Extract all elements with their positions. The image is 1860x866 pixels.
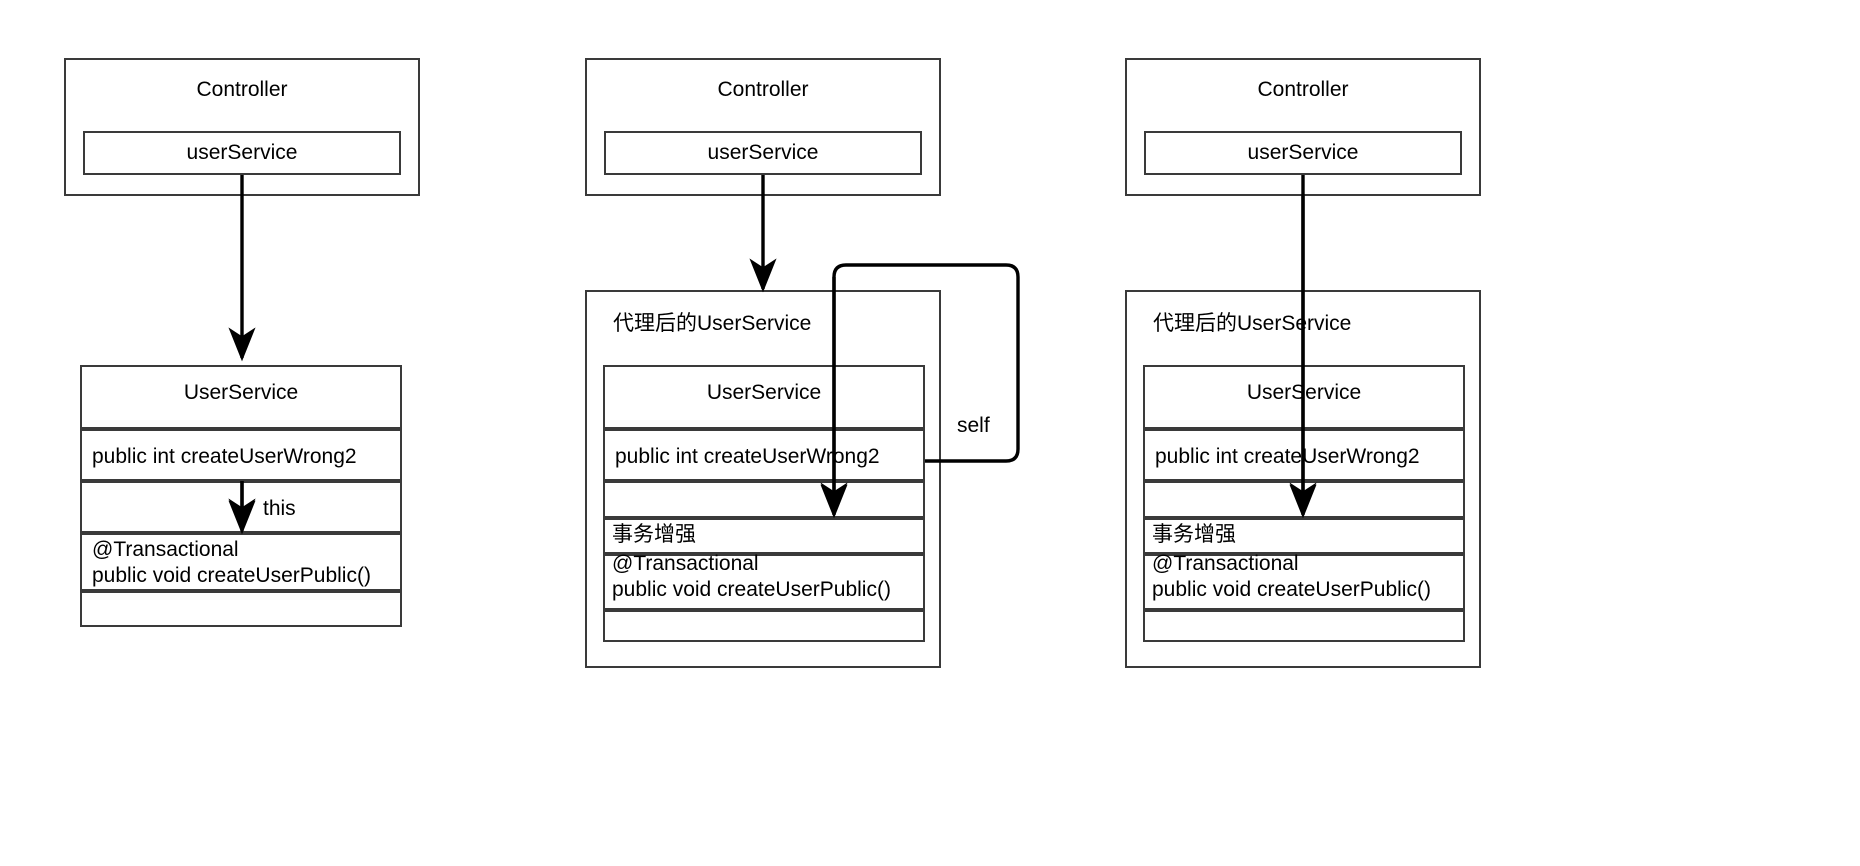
controller-field-userservice[interactable] (83, 131, 401, 175)
proxy-title: 代理后的UserService (613, 312, 812, 335)
userservice-row-method-public-label: @Transactional public void createUserPub… (92, 538, 371, 587)
userservice-row-method-wrong-label: public int createUserWrong2 (1155, 445, 1420, 468)
userservice-row-tx-enhance-label: 事务增强 (612, 523, 696, 546)
userservice-row-method-public (80, 533, 402, 591)
controller-field-userservice[interactable] (1144, 131, 1462, 175)
userservice-row-method-wrong (80, 429, 402, 481)
userservice-row-method-public-label: @Transactional public void createUserPub… (612, 552, 891, 601)
controller-field-label: userService (707, 141, 819, 164)
userservice-row-bottom (603, 610, 925, 642)
controller-field-userservice[interactable] (604, 131, 922, 175)
userservice-row-spacer (1143, 481, 1465, 518)
userservice-row-bottom (1143, 610, 1465, 642)
userservice-title: UserService (706, 381, 822, 404)
controller-title: Controller (717, 78, 809, 101)
controller-title: Controller (196, 78, 288, 101)
userservice-title: UserService (1246, 381, 1362, 404)
userservice-header (80, 365, 402, 429)
userservice-row-method-public (603, 554, 925, 610)
userservice-row-method-public-label: @Transactional public void createUserPub… (1152, 552, 1431, 601)
userservice-row-method-wrong-label: public int createUserWrong2 (615, 445, 880, 468)
edge-label-this: this (263, 497, 296, 520)
userservice-row-tx-enhance (1143, 518, 1465, 554)
userservice-row-tx-enhance (603, 518, 925, 554)
controller-field-label: userService (186, 141, 298, 164)
controller-field-label: userService (1247, 141, 1359, 164)
userservice-row-spacer (603, 481, 925, 518)
edge-label-self: self (957, 414, 990, 437)
userservice-row-method-public (1143, 554, 1465, 610)
userservice-row-method-wrong-label: public int createUserWrong2 (92, 445, 357, 468)
userservice-title: UserService (183, 381, 299, 404)
userservice-row-bottom (80, 591, 402, 627)
controller-title: Controller (1257, 78, 1349, 101)
userservice-row-spacer (80, 481, 402, 533)
userservice-row-tx-enhance-label: 事务增强 (1152, 523, 1236, 546)
proxy-title: 代理后的UserService (1153, 312, 1352, 335)
